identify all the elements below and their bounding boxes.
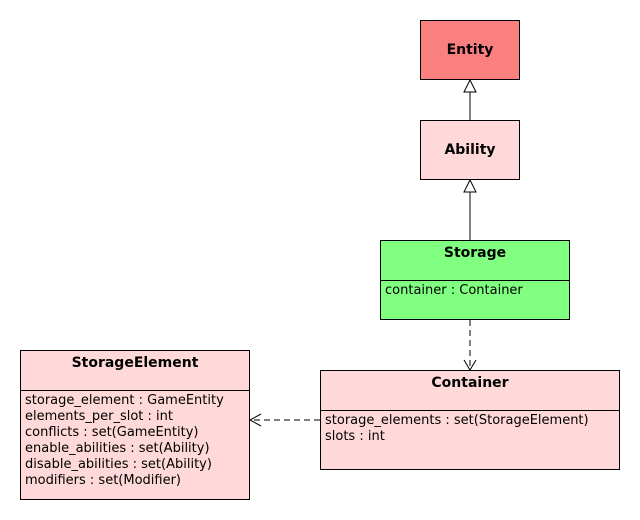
attribute: elements_per_slot : int (25, 409, 174, 424)
dependency-arrowhead-storageelement (248, 413, 262, 427)
class-ability: Ability (420, 120, 520, 180)
class-container-attributes: storage_elements : set(StorageElement) s… (321, 411, 619, 447)
class-storageelement-attributes: storage_element : GameEntity elements_pe… (21, 391, 249, 491)
attribute: slots : int (325, 429, 385, 444)
class-container: Container storage_elements : set(Storage… (320, 370, 620, 470)
inheritance-arrowhead-entity (463, 78, 477, 93)
attribute: storage_elements : set(StorageElement) (325, 413, 589, 428)
attribute: conflicts : set(GameEntity) (25, 425, 199, 440)
inheritance-arrowhead-ability (463, 178, 477, 193)
class-storageelement: StorageElement storage_element : GameEnt… (20, 350, 250, 500)
attribute: container : Container (385, 283, 523, 298)
class-ability-name: Ability (444, 142, 496, 158)
attribute: enable_abilities : set(Ability) (25, 441, 210, 456)
attribute: modifiers : set(Modifier) (25, 473, 182, 488)
class-storage: Storage container : Container (380, 240, 570, 320)
class-entity: Entity (420, 20, 520, 80)
attribute: disable_abilities : set(Ability) (25, 457, 212, 472)
class-storage-attributes: container : Container (381, 281, 569, 301)
attribute: storage_element : GameEntity (25, 393, 224, 408)
class-storage-name: Storage (381, 241, 569, 281)
class-storageelement-name: StorageElement (21, 351, 249, 391)
class-container-name: Container (321, 371, 619, 411)
class-entity-name: Entity (446, 42, 494, 58)
